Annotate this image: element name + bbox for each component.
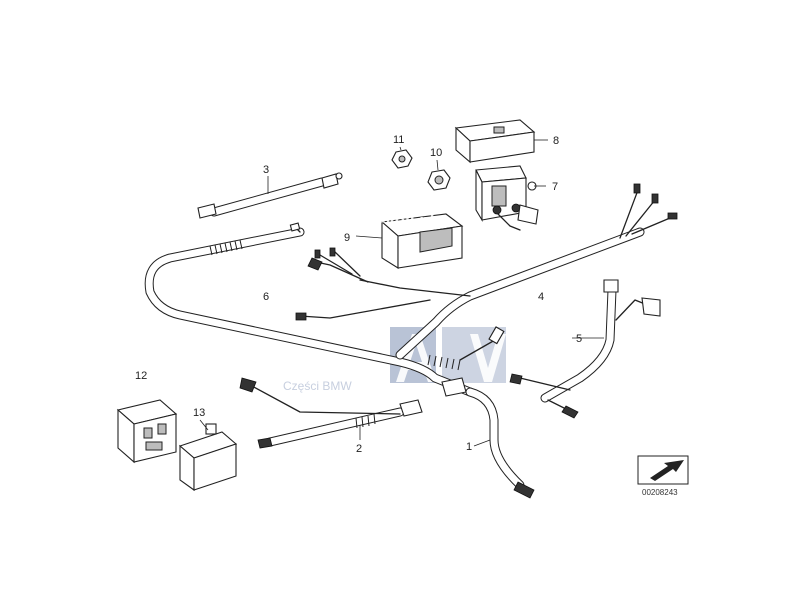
- part-11-nut: [391, 149, 413, 169]
- part-13-cover: [178, 423, 238, 492]
- watermark-url: www.auto-voll.pl: [299, 211, 434, 230]
- part-4-harness: [295, 183, 678, 360]
- watermark-logo: [390, 327, 506, 383]
- leader-lines: [199, 139, 604, 447]
- part-7-fuse-holder: [475, 165, 539, 231]
- callout-2: 2: [356, 443, 362, 455]
- callout-8: 8: [553, 135, 559, 147]
- callout-5: 5: [576, 333, 582, 345]
- callout-11: 11: [393, 134, 404, 146]
- part-9-bracket: [380, 213, 464, 269]
- document-id: 00208243: [642, 488, 678, 497]
- part-6-main-harness: [144, 222, 505, 397]
- callout-3: 3: [263, 164, 269, 176]
- callout-1: 1: [466, 441, 472, 453]
- callout-6: 6: [263, 291, 269, 303]
- part-8-cover: [454, 119, 536, 164]
- part-1-cable: [441, 377, 535, 499]
- part-3-cable: [197, 172, 343, 219]
- callout-4: 4: [538, 291, 544, 303]
- part-12-relay-block: [116, 399, 178, 464]
- orientation-arrow-icon: [637, 455, 689, 485]
- callout-9: 9: [344, 232, 350, 244]
- callout-13: 13: [193, 407, 205, 419]
- watermark-subtitle: Części BMW: [283, 379, 352, 393]
- part-2-cable: [239, 377, 423, 449]
- callout-7: 7: [552, 181, 558, 193]
- part-5-cable: [509, 279, 661, 419]
- callout-12: 12: [135, 370, 147, 382]
- callout-10: 10: [430, 147, 442, 159]
- part-10-nut: [427, 169, 451, 191]
